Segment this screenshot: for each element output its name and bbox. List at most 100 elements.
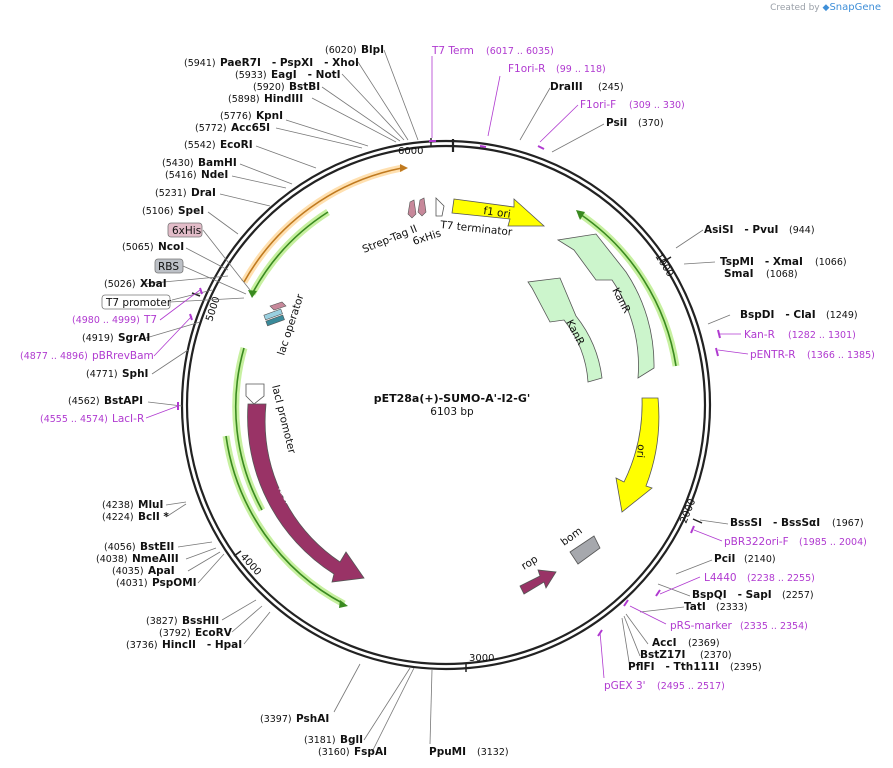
bom-feature: bom: [559, 525, 601, 565]
enzyme-name: EcoRV: [195, 627, 233, 639]
primer-labels: T7 Term (6017 .. 6035) F1ori-R (99 .. 11…: [20, 45, 875, 692]
snapgene-credit: Created by ◆SnapGene: [770, 2, 881, 13]
primer-name: pENTR-R: [750, 349, 796, 361]
enzyme-pos: (5898): [228, 94, 260, 105]
f1-ori-label: f1 ori: [483, 205, 512, 221]
enzyme-name: FspAI: [354, 746, 387, 758]
primer-range: (2495 .. 2517): [657, 681, 725, 692]
lac-operator-feature: lac operator: [263, 292, 307, 357]
enzyme-pos: (4562): [68, 396, 100, 407]
enzyme-pos: (5941): [184, 58, 216, 69]
enzyme-name: BspDI - ClaI: [740, 309, 816, 321]
enzyme-pos: (1066): [815, 257, 847, 268]
backbone: [180, 139, 712, 671]
enzyme-pos: (5920): [253, 82, 285, 93]
enzyme-pos: (3827): [146, 616, 178, 627]
enzyme-name: MluI: [138, 499, 163, 511]
enzyme-pos: (4056): [104, 542, 136, 553]
enzyme-pos: (4919): [82, 333, 114, 344]
backbone-inner-strand: [185, 144, 707, 666]
enzyme-pos: (4238): [102, 500, 134, 511]
laci-feature: lacI: [247, 403, 365, 583]
enzyme-pos: (4771): [86, 369, 118, 380]
primer-name: pBR322ori-F: [724, 536, 789, 548]
enzyme-name: XbaI: [140, 278, 167, 290]
enzyme-name: BssHII: [182, 615, 219, 627]
primer-range: (2238 .. 2255): [747, 573, 815, 584]
strep-tag-feature: [407, 197, 445, 219]
primer-name: T7: [143, 314, 157, 326]
enzyme-name: TspMI - XmaI: [720, 256, 803, 268]
enzyme-pos: (2333): [716, 602, 748, 613]
enzyme-name: HincII - HpaI: [162, 639, 242, 651]
enzyme-pos: (5065): [122, 242, 154, 253]
enzyme-pos: (5933): [235, 70, 267, 81]
enzyme-pos: (5776): [220, 111, 252, 122]
enzyme-name: PflFI - Tth111I: [628, 661, 719, 673]
enzyme-name: KpnI: [256, 110, 283, 122]
enzyme-name: ApaI: [148, 565, 175, 577]
enzyme-name: BlpI: [361, 44, 384, 56]
enzyme-pos: (245): [598, 82, 624, 93]
enzyme-name: AsiSI - PvuI: [704, 224, 778, 236]
enzyme-pos: (3792): [159, 628, 191, 639]
enzyme-name: EagI - NotI: [271, 69, 341, 81]
enzyme-name: BspQI - SapI: [692, 589, 772, 601]
enzyme-pos: (2370): [700, 650, 732, 661]
strep-tag-label: Strep-Tag II: [361, 223, 419, 256]
credit-brand: SnapGene: [829, 2, 881, 13]
enzyme-name: PshAI: [296, 713, 329, 725]
backbone-outer-strand: [180, 139, 712, 671]
enzyme-name: SpeI: [178, 205, 204, 217]
primer-range: (1366 .. 1385): [807, 350, 875, 361]
credit-prefix: Created by: [770, 3, 820, 13]
kanr-inner-feature: KanR: [527, 277, 603, 383]
snapgene-logo-icon: ◆: [822, 3, 830, 13]
enzyme-pos: (944): [789, 225, 815, 236]
enzyme-pos: (5772): [195, 123, 227, 134]
t7-terminator-label: T7 terminator: [439, 219, 514, 239]
enzyme-pos: (370): [638, 118, 664, 129]
tick-label-6000: 6000: [398, 146, 423, 157]
rop-label: rop: [519, 553, 540, 572]
enzyme-name: HindIII: [264, 93, 303, 105]
laci-promoter-label: lacI promoter: [269, 384, 298, 456]
enzyme-name: TatI: [684, 601, 706, 613]
enzyme-name: PaeR7I - PspXI - XhoI: [220, 57, 359, 69]
ori-feature: ori: [615, 397, 660, 513]
enzyme-name: BstZ17I: [640, 649, 685, 661]
primer-range: (99 .. 118): [556, 64, 606, 75]
primer-name: LacI-R: [112, 413, 144, 425]
tick-label-1000: 1000: [652, 252, 675, 279]
enzyme-pos: (3397): [260, 714, 292, 725]
orf-arc-green-2: [576, 210, 680, 367]
primer-range: (1282 .. 1301): [788, 330, 856, 341]
enzyme-pos: (1967): [832, 518, 864, 529]
primer-range: (2335 .. 2354): [740, 621, 808, 632]
enzyme-name: EcoRI: [220, 139, 253, 151]
enzyme-name: NcoI: [158, 241, 184, 253]
enzyme-pos: (1068): [766, 269, 798, 280]
boxed-feature-t7-promoter: T7 promoter: [101, 294, 172, 310]
enzyme-pos: (5416): [165, 170, 197, 181]
enzyme-name: NmeAIII: [132, 553, 179, 565]
tick-5000: [191, 292, 201, 297]
kanr-outer-feature: KanR: [556, 233, 655, 379]
f1-ori-feature: f1 ori: [451, 198, 546, 227]
primer-range: (4555 .. 4574): [40, 414, 108, 425]
enzyme-name: SmaI: [724, 268, 754, 280]
enzyme-pos: (3736): [126, 640, 158, 651]
plasmid-name: pET28a(+)-SUMO-A'-I2-G': [374, 392, 531, 405]
orf-arc-green-4: [222, 435, 348, 608]
enzyme-name: PspOMI: [152, 577, 197, 589]
enzyme-pos: (5231): [155, 188, 187, 199]
tick-label-2000: 2000: [679, 497, 699, 525]
enzyme-name: BglI: [340, 734, 363, 746]
enzyme-name: PsiI: [606, 117, 627, 129]
enzyme-pos: (3181): [304, 735, 336, 746]
leader-lines: [141, 49, 749, 753]
enzyme-pos: (5430): [162, 158, 194, 169]
enzyme-name: DraI: [191, 187, 216, 199]
primer-range: (6017 .. 6035): [486, 46, 554, 57]
